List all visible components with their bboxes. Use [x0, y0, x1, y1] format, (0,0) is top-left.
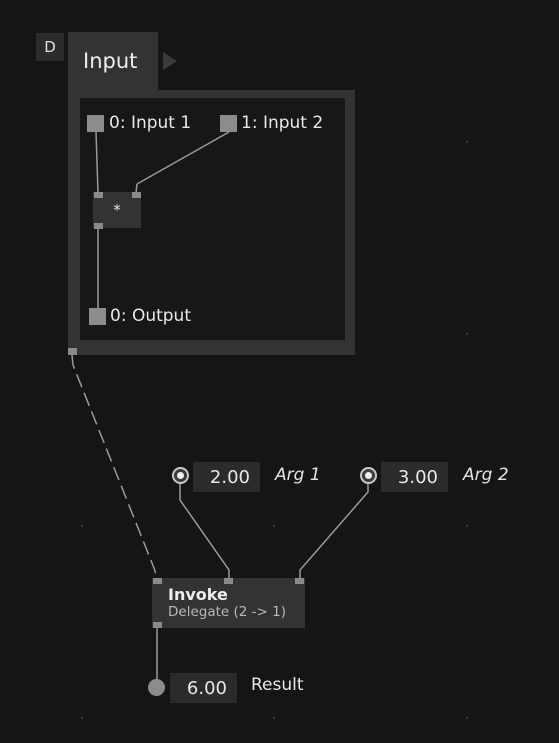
arg2-port[interactable]: [360, 467, 377, 484]
arg1-value-field[interactable]: 2.00: [193, 462, 260, 492]
grid-dot: [466, 141, 468, 143]
output-port-label: 0: Output: [110, 306, 191, 326]
multiply-input-port-a[interactable]: [94, 192, 103, 198]
input-port-2[interactable]: [220, 115, 237, 132]
grid-dot: [81, 525, 83, 527]
result-port[interactable]: [148, 679, 165, 696]
arg2-label: Arg 2: [463, 465, 509, 485]
input-port-1-label: 0: Input 1: [109, 113, 192, 133]
grid-dot: [466, 333, 468, 335]
delegate-output-port[interactable]: [68, 348, 77, 355]
invoke-subtitle: Delegate (2 -> 1): [168, 604, 286, 620]
subgraph-title-tab[interactable]: Input: [68, 32, 158, 90]
result-label: Result: [251, 675, 304, 695]
invoke-delegate-port[interactable]: [153, 578, 162, 584]
wire-input1-to-mult: [95, 131, 99, 194]
arg1-label: Arg 1: [275, 465, 321, 485]
wire-delegate-to-invoke: [71, 354, 158, 579]
grid-dot: [466, 717, 468, 719]
invoke-title: Invoke: [168, 585, 228, 604]
delegate-badge[interactable]: D: [36, 33, 64, 61]
invoke-node[interactable]: Invoke Delegate (2 -> 1): [152, 578, 305, 628]
play-icon[interactable]: [163, 52, 177, 70]
grid-dot: [273, 717, 275, 719]
input-port-2-label: 1: Input 2: [241, 113, 324, 133]
invoke-arg1-port[interactable]: [224, 578, 233, 584]
grid-dot: [273, 525, 275, 527]
wire-input2-to-mult: [136, 131, 230, 185]
multiply-node[interactable]: *: [93, 192, 141, 228]
multiply-output-port[interactable]: [94, 223, 103, 229]
arg2-value-field[interactable]: 3.00: [381, 462, 448, 492]
grid-dot: [466, 525, 468, 527]
multiply-operator: *: [113, 201, 121, 219]
wire-arg1-to-invoke: [179, 484, 230, 578]
invoke-output-port[interactable]: [153, 622, 162, 628]
multiply-input-port-b[interactable]: [132, 192, 141, 198]
subgraph-title: Input: [83, 49, 138, 73]
wire-arg2-to-invoke: [299, 484, 369, 578]
grid-dot: [81, 717, 83, 719]
wire-mult-to-input2: [135, 183, 138, 194]
invoke-arg2-port[interactable]: [295, 578, 304, 584]
output-port[interactable]: [89, 308, 106, 325]
arg1-port[interactable]: [172, 467, 189, 484]
result-value-field[interactable]: 6.00: [170, 673, 237, 703]
input-port-1[interactable]: [87, 115, 104, 132]
